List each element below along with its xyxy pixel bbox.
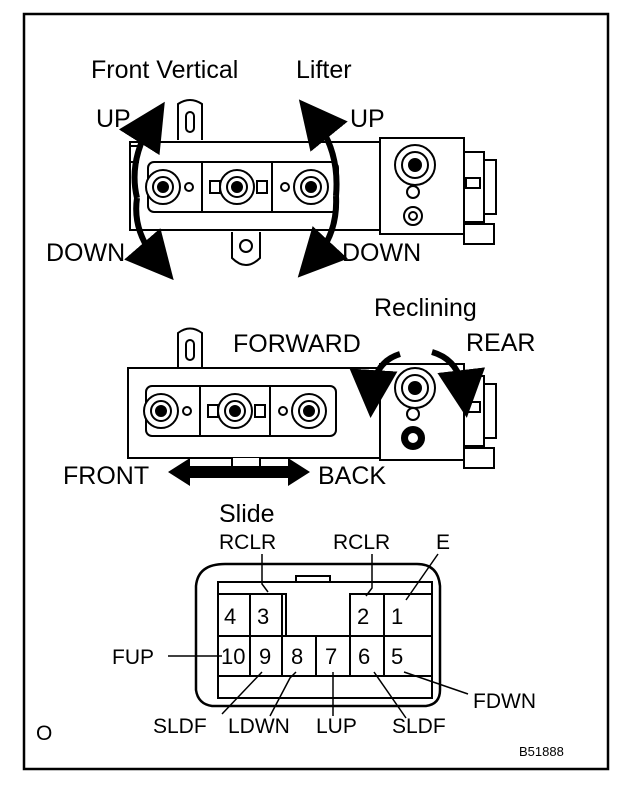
connector-housing xyxy=(194,562,442,708)
top-switch-knobs xyxy=(145,144,436,226)
pin-3: 3 xyxy=(257,604,269,629)
label-front: FRONT xyxy=(63,462,149,490)
pin-2: 2 xyxy=(357,604,369,629)
pin-1: 1 xyxy=(391,604,403,629)
label-slide: Slide xyxy=(219,500,275,528)
reclining-arrows xyxy=(349,349,486,418)
outer-frame xyxy=(22,12,610,771)
label-down-right: DOWN xyxy=(342,239,421,267)
figure-code: B51888 xyxy=(519,744,564,759)
label-rclr-right: RCLR xyxy=(333,531,390,554)
label-lup: LUP xyxy=(316,715,357,738)
label-rclr-left: RCLR xyxy=(219,531,276,554)
label-up-right: UP xyxy=(350,105,385,133)
pin-10: 10 xyxy=(221,644,245,669)
label-down-left: DOWN xyxy=(46,239,125,267)
label-ldwn: LDWN xyxy=(228,715,290,738)
label-lifter: Lifter xyxy=(296,56,352,84)
leader-lines xyxy=(168,553,469,719)
label-fdwn: FDWN xyxy=(473,690,536,713)
pin-5: 5 xyxy=(391,644,403,669)
label-fup: FUP xyxy=(112,646,154,669)
middle-switch-knobs xyxy=(143,367,436,450)
label-reclining: Reclining xyxy=(374,294,477,322)
label-back: BACK xyxy=(318,462,386,490)
label-sldf-left: SLDF xyxy=(153,715,207,738)
pin-6: 6 xyxy=(358,644,370,669)
slide-arrow xyxy=(168,458,310,486)
label-forward: FORWARD xyxy=(233,330,361,358)
pin-8: 8 xyxy=(291,644,303,669)
label-e: E xyxy=(436,531,450,554)
label-sldf-right: SLDF xyxy=(392,715,446,738)
label-rear: REAR xyxy=(466,329,535,357)
pin-4: 4 xyxy=(224,604,236,629)
pin-7: 7 xyxy=(325,644,337,669)
top-arrows xyxy=(118,99,348,281)
label-front-vertical: Front Vertical xyxy=(91,56,238,84)
label-up-left: UP xyxy=(96,105,131,133)
pin-9: 9 xyxy=(259,644,271,669)
label-corner-o: O xyxy=(36,722,52,745)
